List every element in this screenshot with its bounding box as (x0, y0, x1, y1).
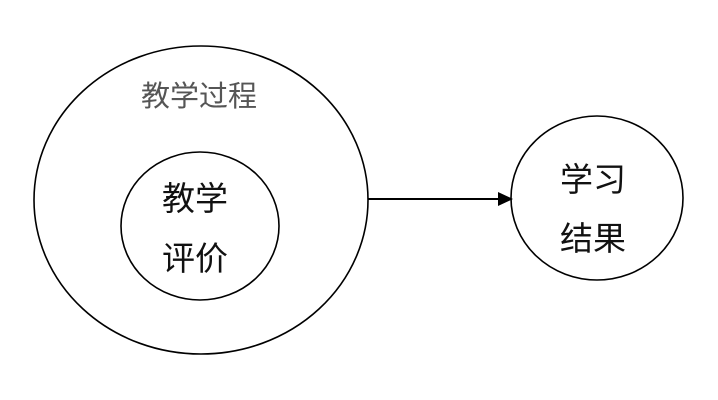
arrow-head (498, 192, 513, 206)
learning-result-circle (510, 115, 684, 281)
learning-result-label-line1: 学习 (560, 160, 626, 199)
teaching-evaluation-label-line1: 教学 (162, 179, 228, 218)
learning-result-label-line2: 结果 (560, 219, 626, 258)
teaching-evaluation-label-line2: 评价 (162, 239, 228, 278)
teaching-evaluation-circle (120, 151, 280, 301)
teaching-process-label: 教学过程 (141, 79, 258, 113)
